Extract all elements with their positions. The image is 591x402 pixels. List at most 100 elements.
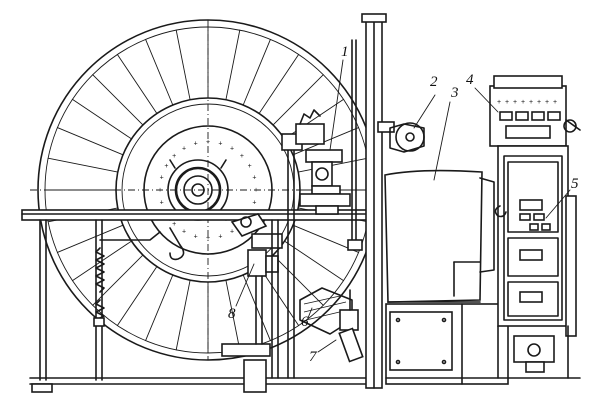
guide-carriage-foot [315,205,339,215]
reel-spoke [292,127,360,156]
reel-spoke [175,279,191,351]
hub-plus-mark: + [172,153,176,160]
reel-spoke [145,38,174,106]
pulley-2 [389,122,425,153]
callout-3: 3 [450,85,459,101]
side-knob-handle [565,119,581,131]
lower-pedestal [243,359,267,393]
reel-spoke [116,266,158,326]
callout-8: 8 [228,306,236,322]
reel-spoke [92,74,144,126]
panel-section-mid [507,237,559,277]
motor-7-shaft [338,327,364,363]
reel-spoke [72,98,132,140]
reel-spoke [272,74,324,126]
callout-5: 5 [571,176,579,192]
panel-plus-mark: + [537,99,541,106]
guide-clamp [299,109,321,125]
callout-2: 2 [430,74,438,90]
button-d [541,223,551,231]
reel-spoke [175,29,191,101]
hub-plus-mark: + [160,199,164,206]
hub-plus-mark: + [194,141,198,148]
hub-plus-mark: + [206,235,210,242]
panel-plus-mark: + [513,99,517,106]
spring-anchor [93,317,105,327]
hub-plus-mark: + [172,221,176,228]
lower-cross-block [221,343,271,357]
reel-spoke [242,38,271,106]
button-c [529,223,539,231]
cabinet-top-cap [493,75,563,89]
lower-unit-base [525,361,545,373]
lower-unit-knob [527,343,541,357]
indicator-3 [531,111,545,121]
hub-plus-mark: + [182,145,186,152]
guide-head [295,123,325,145]
hub-plus-mark: + [164,163,168,170]
container-3 [384,169,495,303]
motor-7-body [339,309,359,331]
dancer-box [251,233,283,249]
indicator-4 [547,111,561,121]
reel-spoke [56,127,124,156]
panel-plus-mark: + [545,99,549,106]
panel-section-top [507,161,559,233]
hub-plus-mark: + [252,175,256,182]
reel-spoke [92,254,144,306]
panel-side-strip [565,195,577,337]
hub-lugs [169,159,227,221]
lower-unit [513,335,555,363]
hub-plus-mark: + [182,229,186,236]
thread-guide-foot [347,239,363,251]
pulley-housing [389,123,425,153]
indicator-strip [505,125,551,139]
callout-6: 6 [301,314,309,330]
hub-plus-mark: + [218,141,222,148]
button-a [519,213,531,221]
hub-plus-mark: + [230,145,234,152]
side-knob [563,119,577,133]
display-2 [519,249,543,261]
callout-1: 1 [341,44,349,60]
panel-plus-mark: + [521,99,525,106]
guide-plate [305,149,343,163]
hook [169,244,185,261]
container-side [479,177,495,273]
indicator-1 [499,111,513,121]
cabinet-door [389,311,453,371]
panel-frame [503,155,563,321]
display-1 [519,199,543,211]
panel-plus-mark: + [553,99,557,106]
reel-spoke [225,29,241,101]
panel-plus-mark: + [505,99,509,106]
reel-spoke [284,98,344,140]
panel-plus-mark: + [497,99,501,106]
panel-plus-mark: + [529,99,533,106]
reel-spoke [56,224,124,253]
dancer-assembly [230,109,364,379]
central-post [347,13,395,389]
callout-4: 4 [466,72,474,88]
hub-plus-mark: + [158,187,162,194]
leader-5 [545,189,571,219]
guide-roller-block [311,161,333,187]
panel-handle [494,205,507,218]
hub-plus-mark: + [252,199,256,206]
leader-lines [235,59,571,353]
panel-plus-row: + + + + + + + + [497,99,557,106]
leader-3 [433,101,451,181]
callout-labels: 1 2 3 4 5 6 7 8 [228,44,579,365]
tall-post-cap [361,13,387,23]
hub-plus-mark: + [218,233,222,240]
hub-plus-mark: + [254,187,258,194]
hub-plus-mark: + [194,233,198,240]
leader-4 [474,87,499,113]
control-cabinet-4: + + + + + + + + [489,75,581,379]
reel-spoke [116,54,158,114]
leader-6 [307,307,313,319]
dancer-pivot [240,216,252,228]
reel-spoke [258,54,300,114]
